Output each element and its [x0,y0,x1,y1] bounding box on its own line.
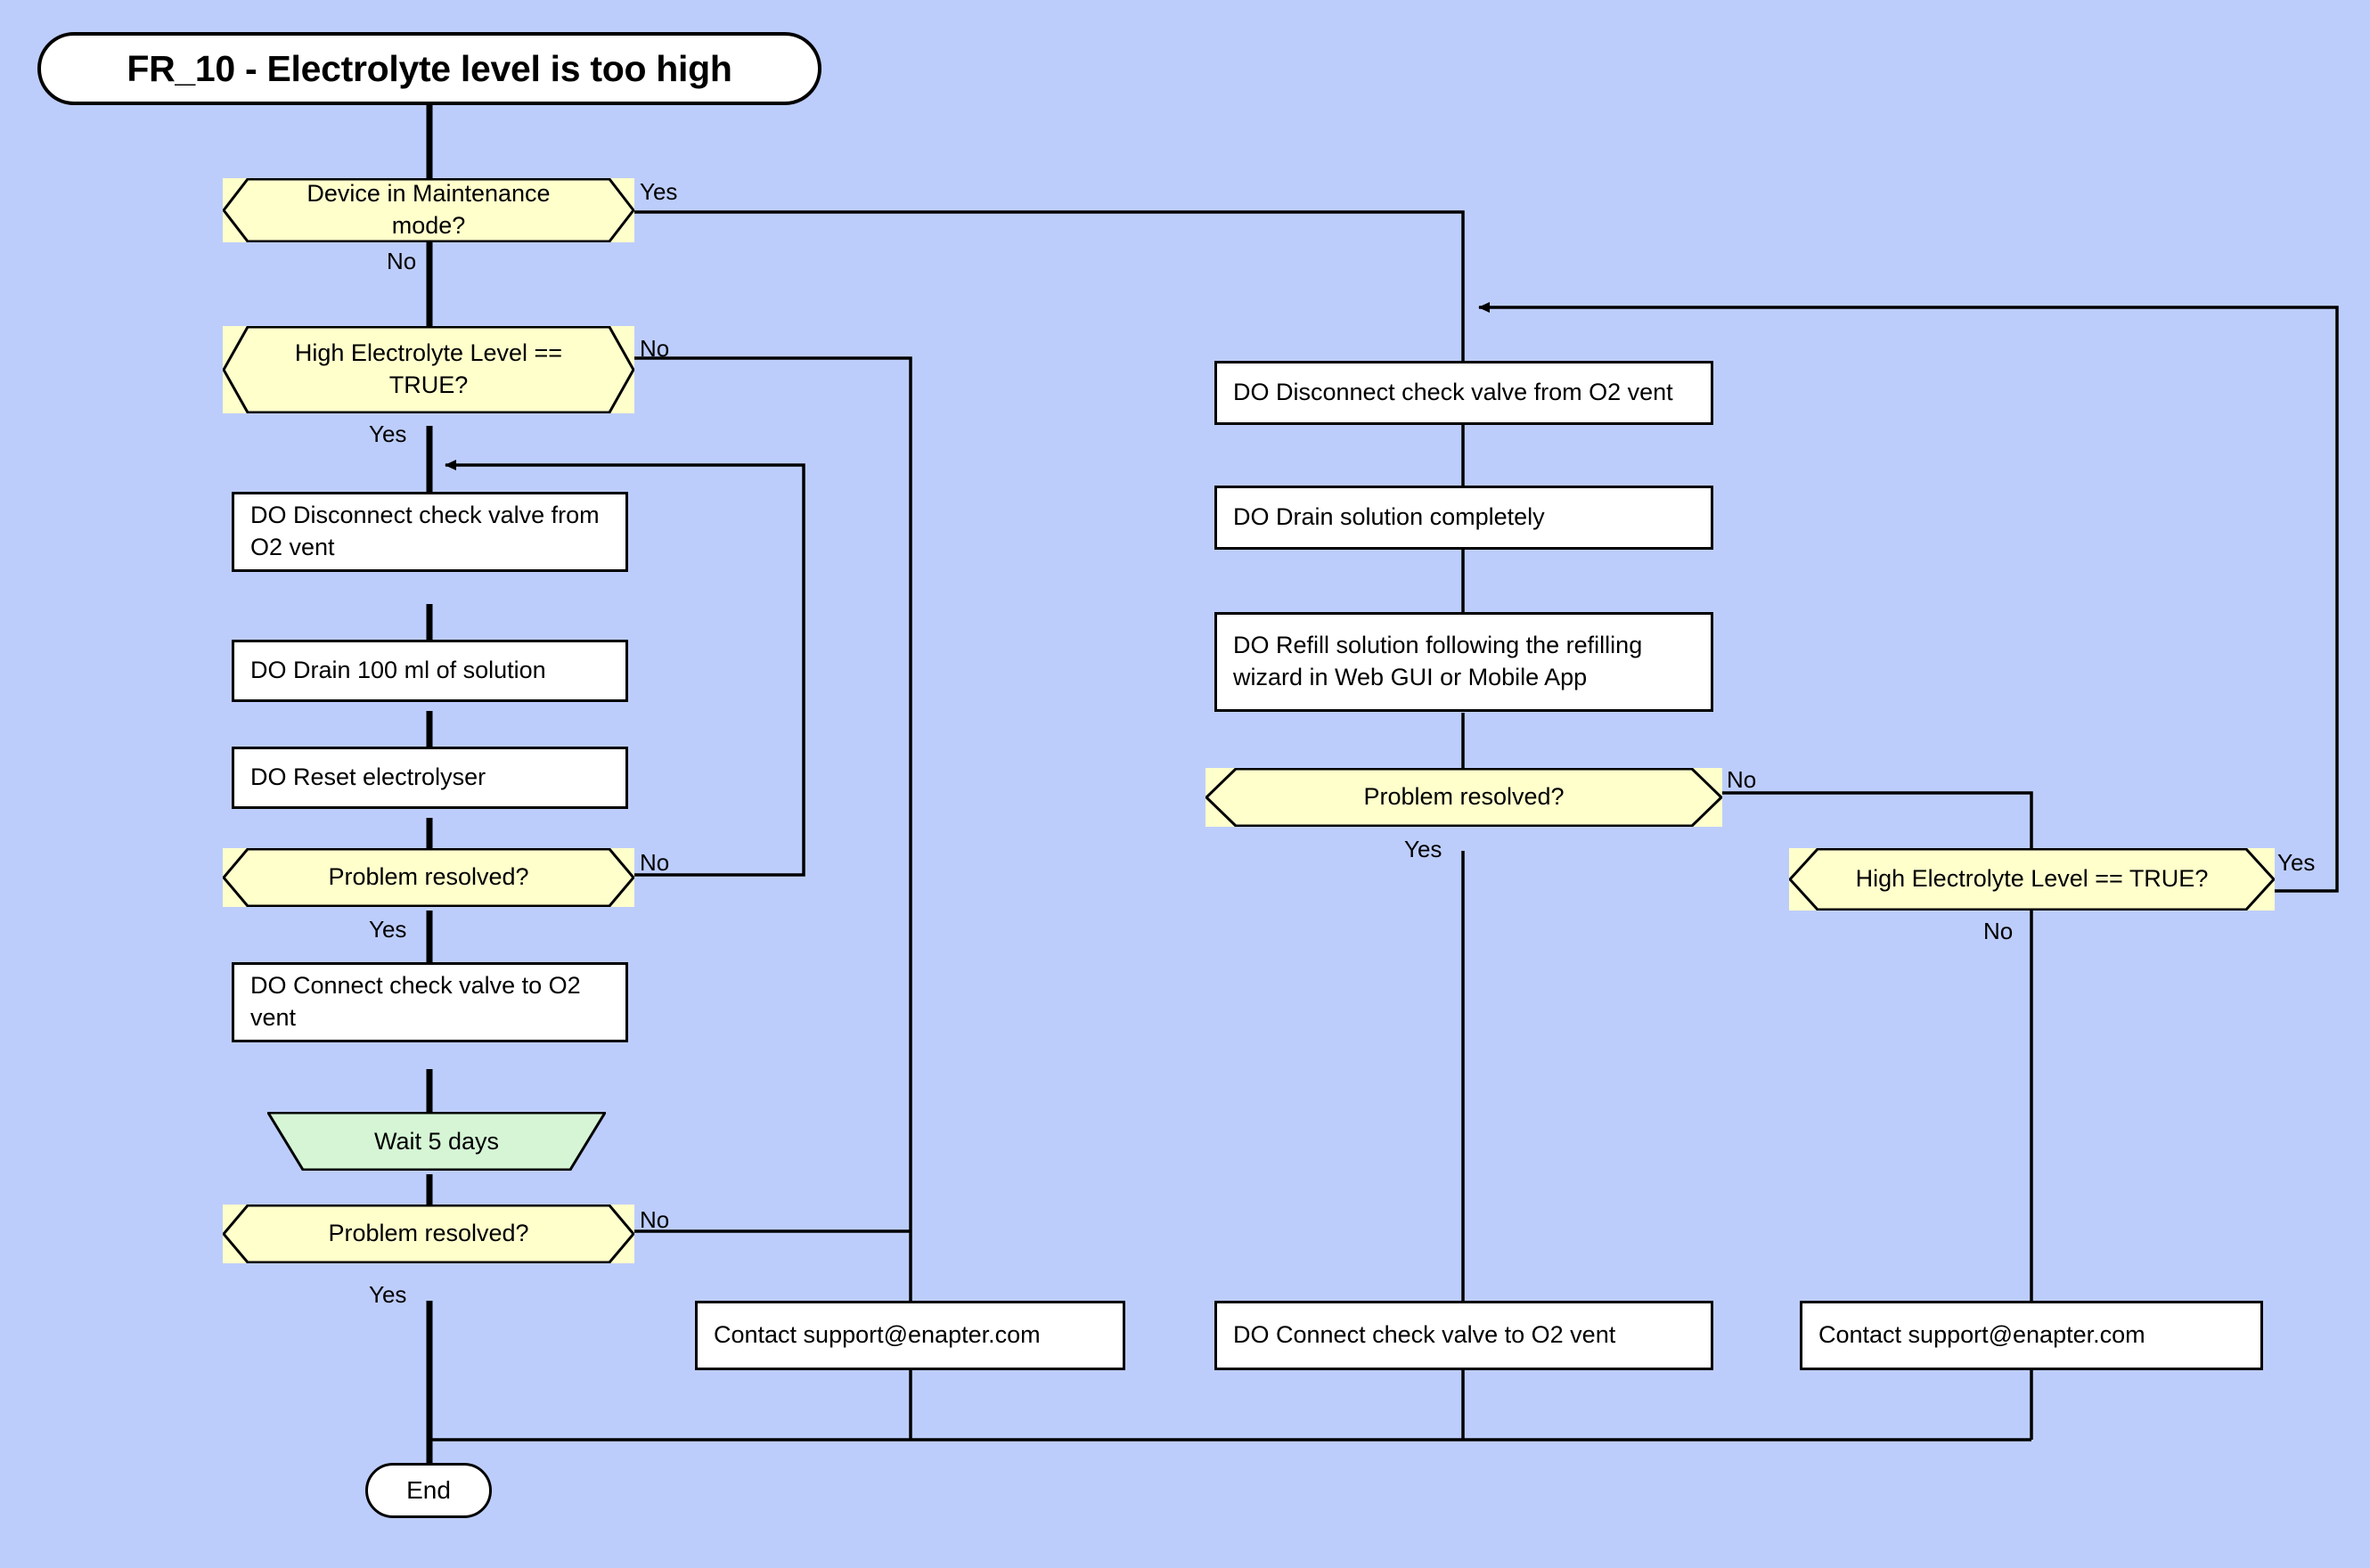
hexagon-shape [223,178,634,242]
end-terminator[interactable]: End [365,1463,492,1518]
process-connect-valve-left-label: DO Connect check valve to O2 vent [250,972,581,1031]
process-disconnect-valve-mid-label: DO Disconnect check valve from O2 vent [1233,379,1673,406]
start-label: FR_10 - Electrolyte level is too high [127,47,732,89]
hexagon-shape [223,1205,634,1263]
process-disconnect-valve-left[interactable]: DO Disconnect check valve from O2 vent [232,492,628,572]
edge-label-resolved2-yes: Yes [369,1281,407,1308]
decision-high-level-left[interactable]: High Electrolyte Level == TRUE? [223,326,634,413]
process-connect-valve-mid[interactable]: DO Connect check valve to O2 vent [1214,1301,1713,1370]
hexagon-shape [223,326,634,413]
process-drain-100ml[interactable]: DO Drain 100 ml of solution [232,640,628,702]
process-refill-solution-label: DO Refill solution following the refilli… [1233,632,1643,690]
process-drain-100ml-label: DO Drain 100 ml of solution [250,657,546,684]
decision-high-level-left-label: High Electrolyte Level == TRUE? [294,339,563,398]
decision-problem-resolved-2-label: Problem resolved? [328,1220,529,1247]
edge-label-maintenance-yes: Yes [640,178,678,205]
process-contact-support-right-label: Contact support@enapter.com [1818,1321,2145,1349]
process-disconnect-valve-left-label: DO Disconnect check valve from O2 vent [250,502,600,560]
process-connect-valve-left[interactable]: DO Connect check valve to O2 vent [232,962,628,1042]
process-disconnect-valve-mid[interactable]: DO Disconnect check valve from O2 vent [1214,361,1713,425]
decision-problem-resolved-3[interactable]: Problem resolved? [1205,768,1722,827]
edge-label-resolved1-yes: Yes [369,916,407,943]
process-contact-support-left-label: Contact support@enapter.com [714,1321,1041,1349]
edge-label-maintenance-no: No [387,248,417,274]
process-contact-support-right[interactable]: Contact support@enapter.com [1800,1301,2263,1370]
edge-label-resolved3-yes: Yes [1404,836,1442,862]
process-connect-valve-mid-label: DO Connect check valve to O2 vent [1233,1321,1616,1349]
edge-label-high-right-yes: Yes [2277,849,2316,876]
decision-problem-resolved-1[interactable]: Problem resolved? [223,848,634,907]
end-label: End [406,1476,451,1504]
decision-maintenance-mode-label: Device in Maintenance mode? [306,180,551,239]
process-refill-solution[interactable]: DO Refill solution following the refilli… [1214,612,1713,712]
delay-wait-5-days-label: Wait 5 days [373,1127,500,1155]
start-terminator[interactable]: FR_10 - Electrolyte level is too high [37,32,821,105]
process-contact-support-left[interactable]: Contact support@enapter.com [695,1301,1125,1370]
process-drain-solution-completely-label: DO Drain solution completely [1233,503,1545,531]
process-drain-solution-completely[interactable]: DO Drain solution completely [1214,486,1713,550]
process-reset-electrolyser[interactable]: DO Reset electrolyser [232,747,628,809]
edge-label-high-left-no: No [640,335,670,362]
process-reset-electrolyser-label: DO Reset electrolyser [250,764,486,791]
edge-label-high-right-no: No [1983,918,2014,944]
decision-maintenance-mode[interactable]: Device in Maintenance mode? [223,178,634,242]
edge-label-resolved1-no: No [640,849,670,876]
decision-high-level-right-label: High Electrolyte Level == TRUE? [1855,865,2209,893]
hexagon-shape [223,848,634,907]
trapezoid-shape [267,1112,606,1171]
edge-label-resolved3-no: No [1727,766,1757,793]
decision-problem-resolved-3-label: Problem resolved? [1363,783,1565,811]
decision-problem-resolved-2[interactable]: Problem resolved? [223,1205,634,1263]
decision-high-level-right[interactable]: High Electrolyte Level == TRUE? [1789,848,2275,911]
edge-label-resolved2-no: No [640,1206,670,1233]
edge-label-high-left-yes: Yes [369,421,407,447]
hexagon-shape [1205,768,1722,827]
decision-problem-resolved-1-label: Problem resolved? [328,863,529,891]
hexagon-shape [1789,848,2275,911]
delay-wait-5-days[interactable]: Wait 5 days [267,1112,606,1171]
